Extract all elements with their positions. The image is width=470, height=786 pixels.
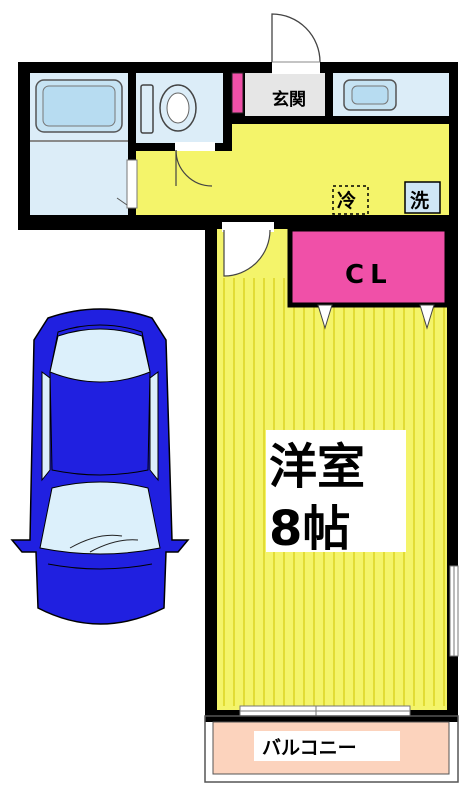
closet-outline	[287, 226, 450, 308]
closet-door-icons	[317, 304, 435, 330]
entrance[interactable]	[245, 73, 325, 116]
balcony-frame	[204, 715, 459, 783]
front-door-icon	[271, 13, 321, 74]
closet-label: CL	[345, 260, 393, 290]
upper-wing: 玄関 冷 洗	[18, 13, 458, 230]
washer-label: 洗	[410, 189, 429, 212]
room-name-label: 洋室	[269, 439, 365, 495]
fridge-spot	[332, 185, 369, 215]
washer-spot	[404, 181, 441, 214]
room-door-icon	[222, 222, 274, 277]
balcony-label-bg	[254, 731, 400, 761]
balcony-window-icon	[239, 705, 411, 717]
car-icon	[10, 308, 190, 625]
corridor[interactable]	[136, 124, 449, 215]
closet[interactable]	[290, 229, 447, 305]
fridge-label: 冷	[337, 189, 356, 212]
toilet-icon	[140, 84, 197, 134]
shoe-cabinet-icon	[231, 72, 244, 114]
side-window-icon	[449, 565, 459, 657]
entrance-label: 玄関	[272, 89, 306, 110]
washbasin-icon	[343, 79, 397, 111]
room-label-bg	[266, 430, 406, 552]
bathtub-icon	[35, 79, 123, 133]
toilet-door-icon	[175, 142, 215, 187]
balcony-label: バルコニー	[262, 737, 357, 759]
balcony-area: バルコニー	[204, 715, 459, 783]
floor-stripes	[223, 278, 445, 706]
main-wing: CL 洋室 8帖	[205, 215, 459, 722]
room-size-label: 8帖	[269, 501, 350, 557]
bathroom-door-icon	[116, 159, 138, 209]
